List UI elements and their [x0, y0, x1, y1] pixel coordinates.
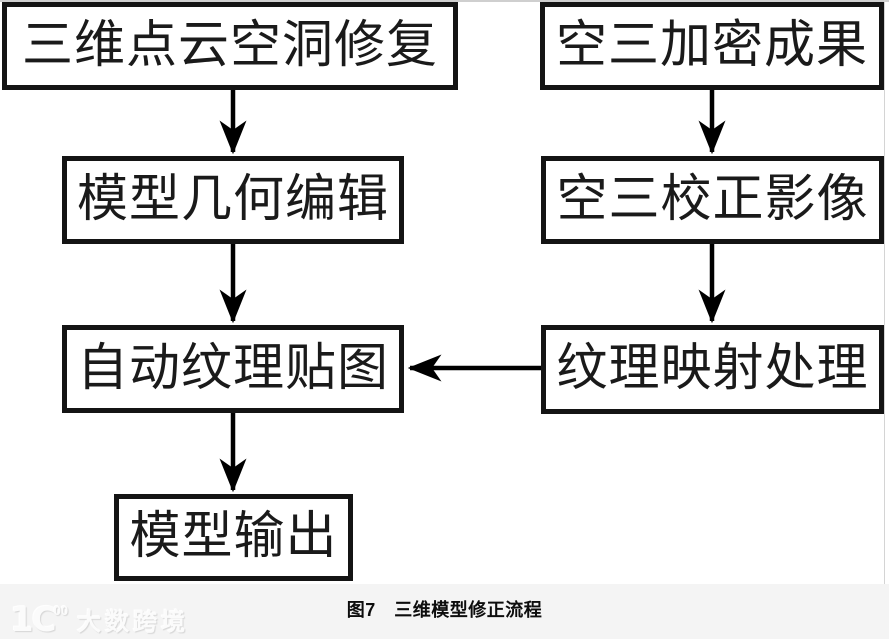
watermark-brand-text: 大数跨境 [77, 608, 190, 636]
watermark-logo-icon: 1C [10, 600, 57, 639]
node-model-geometry-editing: 模型几何编辑 [62, 156, 404, 244]
node-point-cloud-hole-repair: 三维点云空洞修复 [2, 2, 458, 90]
figure-caption: 图7 三维模型修正流程 [346, 600, 543, 620]
caption-band [0, 584, 889, 639]
watermark-logo-superscript: 00 [53, 603, 69, 618]
node-model-output: 模型输出 [114, 494, 353, 581]
node-aerotriangulation-result: 空三加密成果 [540, 2, 884, 90]
figure-right-border-line [884, 0, 885, 584]
flow-arrows-layer [219, 88, 726, 493]
figure-top-border-line [0, 0, 889, 2]
node-texture-mapping-processing: 纹理映射处理 [541, 325, 884, 414]
node-aerotriangulation-corrected-image: 空三校正影像 [541, 156, 884, 244]
node-auto-texture-mapping: 自动纹理贴图 [62, 325, 404, 413]
